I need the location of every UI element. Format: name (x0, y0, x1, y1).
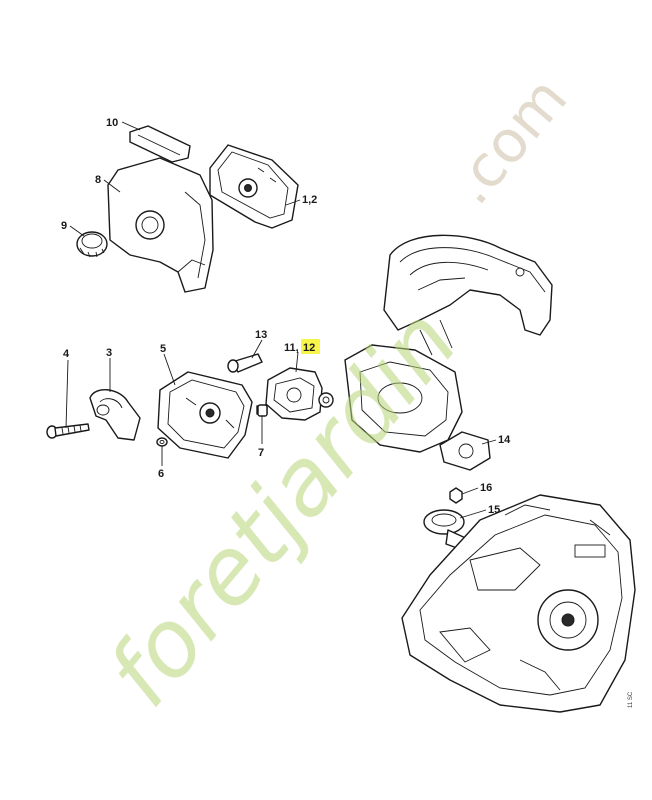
callout-9: 9 (61, 220, 67, 232)
callout-13: 13 (255, 329, 267, 341)
highlight-12 (301, 339, 320, 354)
callout-16: 16 (480, 482, 492, 494)
callout-15: 15 (488, 504, 500, 516)
callouts: 10 8 9 1,2 13 11, 12 4 3 5 7 6 14 16 15 (61, 117, 511, 516)
air-filter-part-1-2 (209, 144, 299, 229)
fitting-part-7 (257, 404, 268, 417)
callout-1-2: 1,2 (302, 194, 317, 206)
callout-6: 6 (158, 468, 164, 480)
callout-5: 5 (160, 343, 166, 355)
pad-part-10 (129, 125, 191, 163)
callout-7: 7 (258, 447, 264, 459)
callout-12: 12 (303, 342, 315, 354)
filter-cover-part-8 (107, 157, 214, 293)
intake-tube-part-13 (227, 353, 263, 373)
callout-3: 3 (106, 347, 112, 359)
engine-housing (401, 494, 636, 713)
callout-10: 10 (106, 117, 118, 129)
baseplate-part-5 (157, 371, 253, 459)
washer-part-6 (156, 437, 168, 447)
leader-lines (65, 121, 497, 519)
rear-handle-frame (344, 234, 553, 453)
callout-8: 8 (95, 174, 101, 186)
callout-4: 4 (63, 348, 70, 360)
nut-part-16 (449, 487, 463, 504)
callout-14: 14 (498, 434, 511, 446)
sheet-code: 11 SC (628, 691, 634, 708)
cover-knob-part-9 (76, 231, 108, 258)
screw-part-4 (46, 423, 90, 439)
callout-11: 11, (284, 342, 299, 354)
elbow-connector-part-3 (89, 389, 141, 441)
watermark-tail: .com (437, 64, 581, 217)
watermark-tail-text: .com (437, 64, 581, 217)
gasket-part-14 (439, 431, 491, 471)
